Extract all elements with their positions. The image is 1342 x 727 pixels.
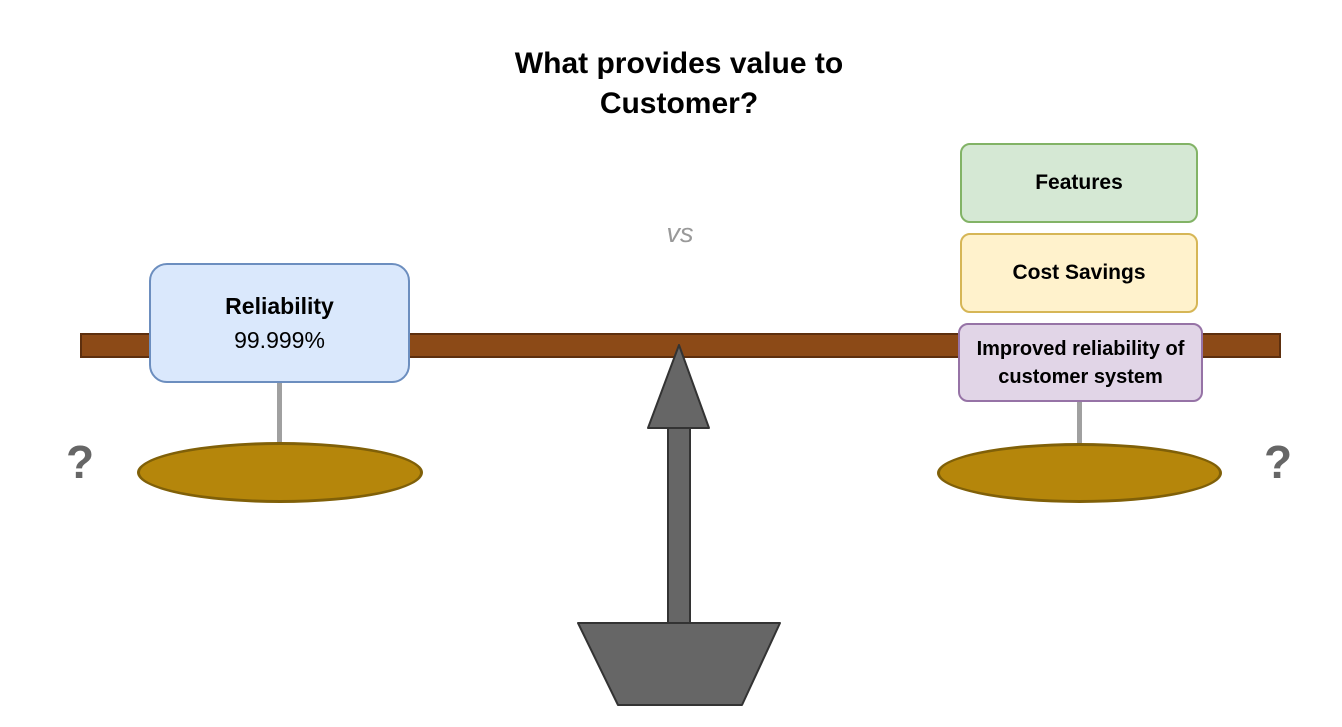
left-balance-pan [137,442,423,503]
arrow-shaft-shape [667,427,691,625]
improved-reliability-box-label: Improved reliability of customer system [976,337,1185,388]
cost-savings-box: Cost Savings [960,233,1198,313]
fulcrum-base-shape [577,622,781,706]
features-box: Features [960,143,1198,223]
fulcrum-arrow [577,344,781,706]
features-box-label: Features [1035,171,1123,194]
left-connector-line [277,383,282,445]
page-title: What provides value to Customer? [514,47,844,120]
cost-savings-box-label: Cost Savings [1012,261,1146,284]
vs-label: vs [666,218,694,248]
reliability-box-value: 99.999% [234,327,325,353]
improved-reliability-box: Improved reliability of customer system [958,323,1203,402]
right-connector-line [1077,402,1082,445]
right-question-mark: ? [1263,436,1293,488]
arrowhead-shape [647,344,710,429]
reliability-box: Reliability 99.999% [149,263,410,383]
left-question-mark: ? [65,436,95,488]
reliability-box-title: Reliability [225,293,334,319]
right-balance-pan [937,443,1222,503]
